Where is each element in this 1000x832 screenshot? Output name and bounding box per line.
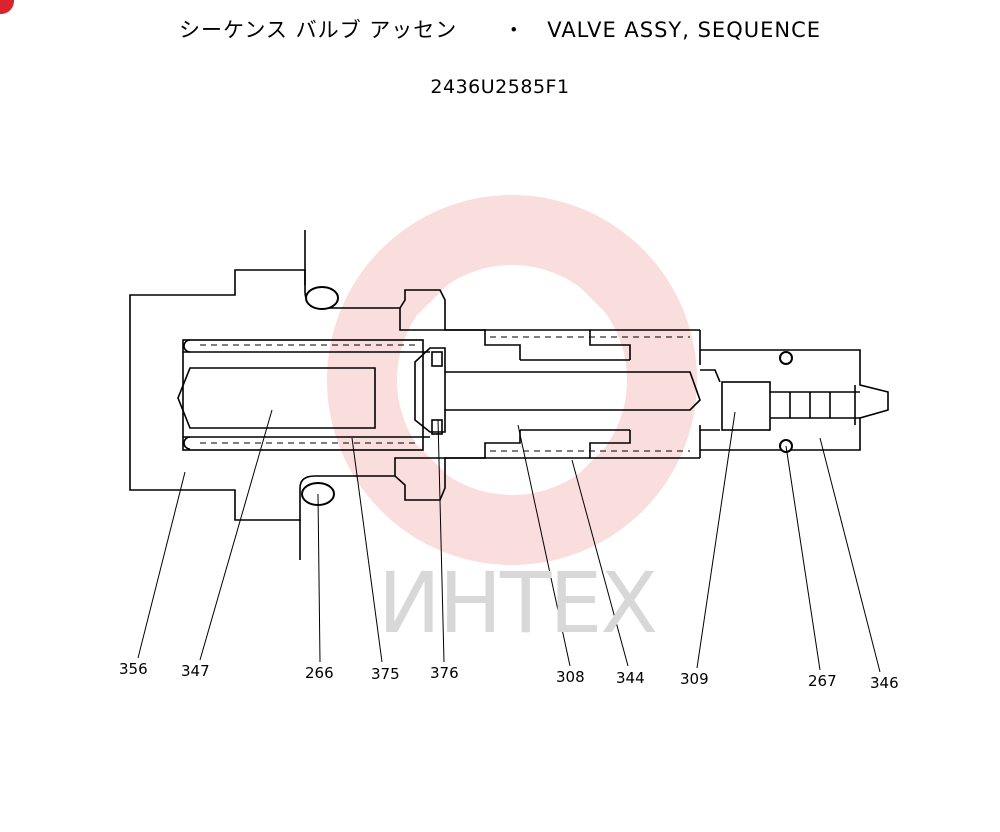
title-separator: ・ [503, 18, 526, 42]
watermark-text: ИНТЕХ [378, 554, 658, 652]
callout-309: 309 [680, 670, 709, 688]
callout-356: 356 [119, 660, 148, 678]
callout-308: 308 [556, 668, 585, 686]
callout-376: 376 [430, 664, 459, 682]
part-number: 2436U2585F1 [430, 76, 570, 98]
leader-lines [137, 409, 881, 673]
callout-346: 346 [870, 674, 899, 692]
callout-375: 375 [371, 665, 400, 683]
watermark-gear [327, 195, 697, 565]
page-title: シーケンス バルブ アッセン ・ VALVE ASSY, SEQUENCE [0, 14, 1000, 44]
callout-267: 267 [808, 672, 837, 690]
title-english: VALVE ASSY, SEQUENCE [547, 18, 821, 42]
callout-266: 266 [305, 664, 334, 682]
callout-347: 347 [181, 662, 210, 680]
callout-344: 344 [616, 669, 645, 687]
title-japanese: シーケンス バルブ アッセン [178, 18, 458, 42]
